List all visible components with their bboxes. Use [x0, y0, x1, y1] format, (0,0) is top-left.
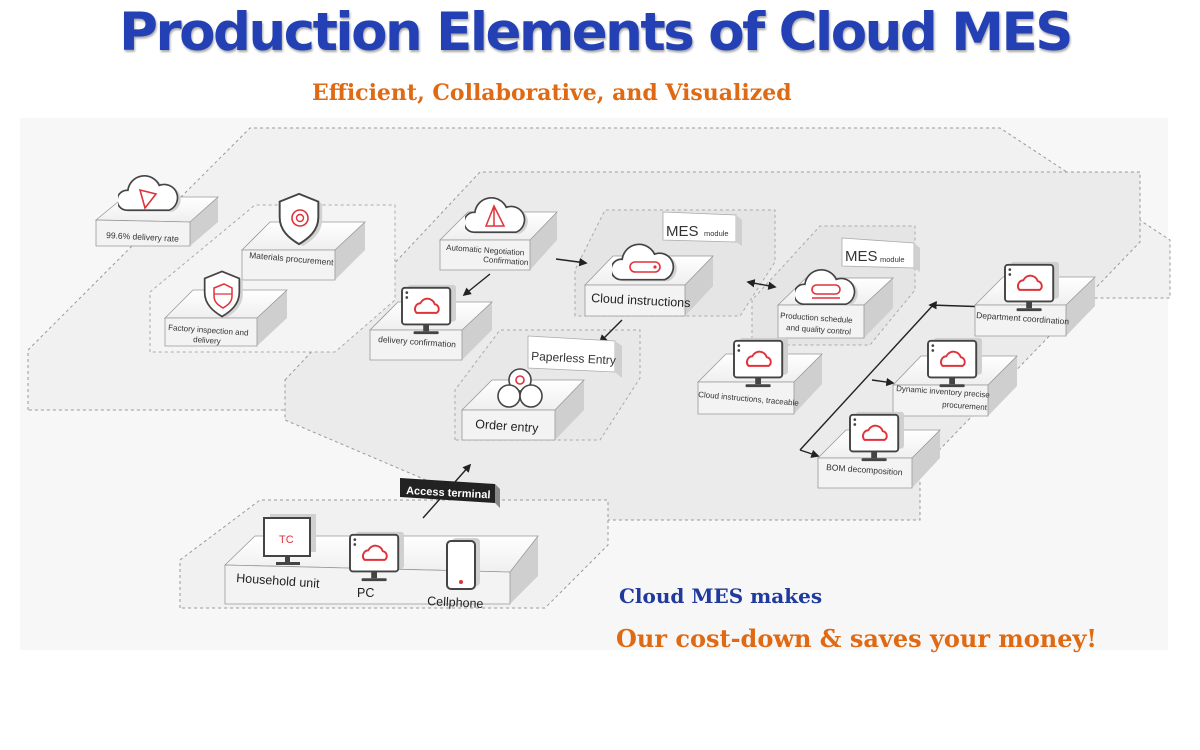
node-production-schedule: Production schedule and quality control [777, 268, 895, 339]
mes-label-1: MES [666, 223, 699, 240]
node-factory-inspection: Factory inspection and delivery [164, 270, 289, 347]
page-title: Production Elements of Cloud MES [119, 2, 1073, 63]
label-order-entry: Order entry [475, 417, 540, 435]
label-pc: PC [357, 586, 374, 600]
label-inventory-2: procurement [942, 400, 988, 412]
cellphone-icon [446, 538, 480, 590]
household-tv-icon: TC [263, 514, 316, 565]
node-department-coordination: Department coordination [974, 260, 1096, 337]
label-cloud-instructions: Cloud instructions [591, 291, 691, 310]
label-factory-inspection-2: delivery [193, 335, 221, 346]
hexagon-cluster-icon [497, 368, 543, 408]
node-materials-procurement: Materials procurement [241, 192, 367, 281]
check-shield-icon [213, 283, 233, 309]
label-paperless-entry: Paperless Entry [531, 349, 616, 367]
page-subtitle: Efficient, Collaborative, and Visualized [312, 80, 792, 106]
label-cellphone: Cellphone [427, 594, 484, 611]
mes-module-1: module [704, 229, 729, 238]
tc-label: TC [279, 534, 294, 546]
target-icon [291, 209, 309, 227]
paperless-entry-tag: Paperless Entry [527, 335, 622, 378]
node-delivery-rate: 99.6% delivery rate [94, 174, 220, 247]
label-delivery-rate: 99.6% delivery rate [106, 230, 179, 244]
slogan-line-1: Cloud MES makes [619, 584, 823, 608]
mes-label-2: MES [845, 248, 878, 265]
access-terminal-tag: Access terminal [400, 478, 500, 508]
label-auto-negotiation-2: Confirmation [483, 255, 529, 267]
server-icon [629, 261, 661, 273]
slogan-line-2: Our cost-down & saves your money! [616, 624, 1097, 653]
node-order-entry: Order entry [461, 368, 585, 441]
node-cloud-traceable: Cloud instructions, traceable [697, 336, 823, 415]
node-dynamic-inventory: Dynamic inventory precise procurement [892, 336, 1018, 417]
node-delivery-confirmation: delivery confirmation [369, 283, 494, 361]
node-auto-negotiation: Automatic Negotiation Confirmation [439, 196, 558, 271]
triangle-icon [484, 204, 506, 227]
label-household-unit: Household unit [236, 571, 321, 591]
node-terminal-platform: TC Household unit PC Cellphone [224, 514, 539, 611]
mes-module-tag-2: MES module [841, 237, 920, 272]
mes-module-tag-1: MES module [662, 211, 742, 246]
server-icon [811, 284, 841, 295]
node-bom-decomposition: BOM decomposition [817, 410, 941, 489]
mes-module-2: module [880, 255, 905, 264]
label-access-terminal: Access terminal [406, 485, 491, 501]
node-cloud-instructions: Cloud instructions [584, 243, 714, 317]
